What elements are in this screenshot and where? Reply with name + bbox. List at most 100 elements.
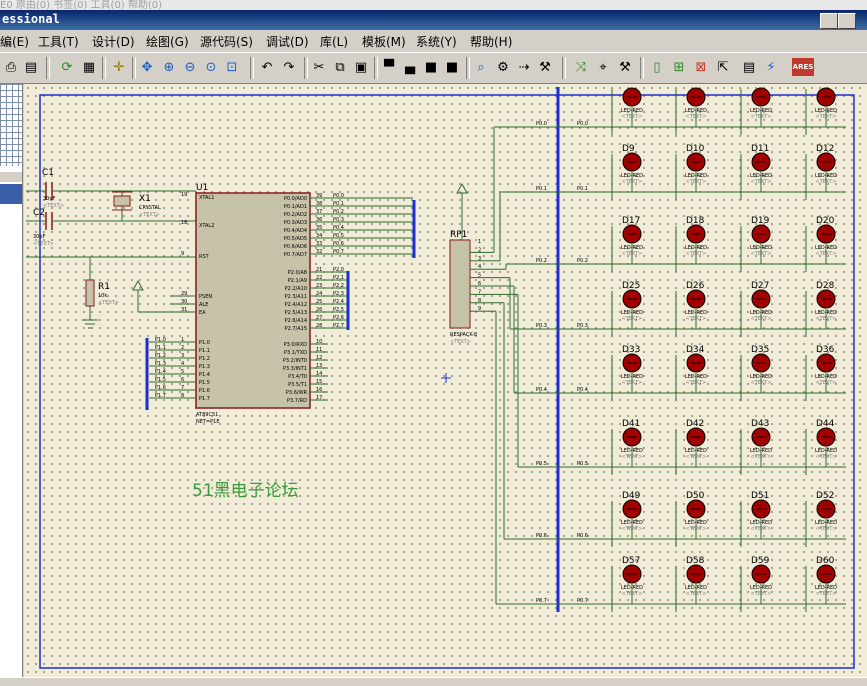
minimize-button[interactable] bbox=[820, 13, 838, 29]
mcu-u1[interactable] bbox=[195, 192, 311, 409]
led-ref: D19 bbox=[751, 216, 770, 226]
menu-source[interactable]: 源代码(S) bbox=[200, 35, 253, 49]
led-text: <TEXT> bbox=[622, 316, 643, 322]
led-part: LED-RED bbox=[685, 173, 707, 179]
print-icon[interactable]: ⎙ bbox=[5, 59, 17, 75]
block-move-icon[interactable]: ▄ bbox=[405, 59, 415, 75]
menu-template[interactable]: 模板(M) bbox=[362, 35, 406, 49]
copy-icon[interactable]: ⧉ bbox=[335, 59, 345, 75]
led-text: <TEXT> bbox=[751, 454, 772, 460]
net-label: P0.7 bbox=[536, 598, 547, 604]
device-list-selection[interactable] bbox=[0, 184, 22, 204]
menu-graph[interactable]: 绘图(G) bbox=[146, 35, 189, 49]
led-ref: D20 bbox=[816, 216, 835, 226]
menu-system[interactable]: 系统(Y) bbox=[416, 35, 457, 49]
led-part: LED-RED bbox=[621, 520, 643, 526]
led-ref: D42 bbox=[686, 419, 704, 429]
toolbar-separator bbox=[102, 57, 106, 79]
net-label: P0.7 bbox=[577, 598, 588, 604]
decompose-icon[interactable]: ⚒ bbox=[539, 59, 551, 75]
menu-debug[interactable]: 调试(D) bbox=[266, 35, 309, 49]
undo-icon[interactable]: ↶ bbox=[261, 59, 273, 75]
add-sheet-icon[interactable]: ⊞ bbox=[673, 59, 685, 75]
net-label: P0.5 bbox=[577, 461, 588, 467]
net-label: P2.5 bbox=[333, 307, 344, 313]
zoom-in-icon[interactable]: ⊕ bbox=[163, 59, 175, 75]
block-rotate-icon[interactable]: ■ bbox=[424, 59, 438, 75]
led-text: <TEXT> bbox=[751, 251, 772, 257]
pin-number: 12 bbox=[316, 355, 322, 361]
zoom-all-icon[interactable]: ⊙ bbox=[205, 59, 217, 75]
led-ref: D9 bbox=[622, 144, 635, 154]
pan-icon[interactable]: ✥ bbox=[141, 59, 153, 75]
led-text: <TEXT> bbox=[816, 526, 837, 532]
electrical-rule-check-icon[interactable]: ⚡ bbox=[766, 59, 776, 75]
pin-name: P1.4 bbox=[199, 372, 210, 378]
pin-name: P0.4/AD4 bbox=[284, 228, 307, 234]
pin-number: 6 bbox=[478, 281, 481, 287]
capacitor-c2[interactable] bbox=[40, 212, 58, 230]
remove-sheet-icon[interactable]: ⊠ bbox=[695, 59, 707, 75]
menu-library[interactable]: 库(L) bbox=[320, 35, 349, 49]
exit-to-parent-icon[interactable]: ⇱ bbox=[717, 59, 729, 75]
window-title: essional bbox=[2, 12, 60, 26]
paste-icon[interactable]: ▣ bbox=[354, 59, 368, 75]
block-delete-icon[interactable]: ■ bbox=[445, 59, 459, 75]
pin-number: 7 bbox=[478, 289, 481, 295]
property-tool-icon[interactable]: ⚒ bbox=[619, 59, 631, 75]
redo-icon[interactable]: ↷ bbox=[283, 59, 295, 75]
pin-number: 31 bbox=[181, 307, 187, 313]
crystal-x1[interactable] bbox=[112, 191, 132, 211]
menu-edit[interactable]: 编(E) bbox=[0, 35, 29, 49]
net-label: P1.4 bbox=[155, 369, 166, 375]
bill-of-materials-icon[interactable]: ▤ bbox=[742, 59, 756, 75]
led-ref: D58 bbox=[686, 556, 705, 566]
net-label: P0.7 bbox=[333, 249, 344, 255]
menu-help[interactable]: 帮助(H) bbox=[470, 35, 513, 49]
status-bar bbox=[0, 677, 867, 686]
ares-icon[interactable]: ARES bbox=[792, 58, 814, 76]
respack-rp1[interactable] bbox=[449, 239, 471, 329]
wire-autorouter-icon[interactable]: ⤨ bbox=[575, 59, 587, 75]
led-text: <TEXT> bbox=[751, 526, 772, 532]
led-ref: D12 bbox=[816, 144, 834, 154]
maximize-button[interactable] bbox=[838, 13, 856, 29]
pin-number: 21 bbox=[316, 267, 322, 273]
led-text: <TEXT> bbox=[622, 591, 643, 597]
led-ref: D49 bbox=[622, 491, 641, 501]
new-sheet-icon[interactable]: ▯ bbox=[653, 59, 661, 75]
pin-name: XTAL2 bbox=[199, 223, 214, 229]
menu-bar: 编(E) 工具(T) 设计(D) 绘图(G) 源代码(S) 调试(D) 库(L)… bbox=[0, 30, 867, 50]
led-text: <TEXT> bbox=[622, 251, 643, 257]
menu-tools[interactable]: 工具(T) bbox=[38, 35, 79, 49]
pin-name: P1.2 bbox=[199, 356, 210, 362]
pick-device-icon[interactable]: ⌕ bbox=[477, 59, 485, 75]
net-label: P1.6 bbox=[155, 385, 166, 391]
net-label: P0.2 bbox=[536, 258, 547, 264]
menu-design[interactable]: 设计(D) bbox=[92, 35, 135, 49]
pin-number: 14 bbox=[316, 371, 322, 377]
zoom-out-icon[interactable]: ⊖ bbox=[184, 59, 196, 75]
capacitor-c1[interactable] bbox=[40, 182, 58, 200]
led-part: LED-RED bbox=[750, 173, 772, 179]
overview-window[interactable] bbox=[0, 84, 22, 166]
resistor-r1[interactable] bbox=[85, 279, 95, 307]
refresh-icon[interactable]: ⟳ bbox=[61, 59, 73, 75]
schematic-canvas[interactable] bbox=[24, 84, 867, 677]
zoom-area-icon[interactable]: ⊡ bbox=[226, 59, 238, 75]
pin-number: 8 bbox=[181, 393, 184, 399]
cut-icon[interactable]: ✂ bbox=[313, 59, 325, 75]
pin-name: P2.6/A14 bbox=[285, 318, 307, 324]
grid-icon[interactable]: ▦ bbox=[82, 59, 96, 75]
search-tag-icon[interactable]: ⌖ bbox=[599, 59, 607, 75]
pin-name: P0.3/AD3 bbox=[284, 220, 307, 226]
pin-number: 38 bbox=[316, 201, 322, 207]
page-setup-icon[interactable]: ▤ bbox=[24, 59, 38, 75]
origin-icon[interactable]: ✛ bbox=[113, 59, 125, 75]
led-part: LED-RED bbox=[685, 448, 707, 454]
block-copy-icon[interactable]: ▀ bbox=[384, 59, 394, 75]
make-device-icon[interactable]: ⚙ bbox=[497, 59, 509, 75]
package-tool-icon[interactable]: ⇢ bbox=[518, 59, 530, 75]
